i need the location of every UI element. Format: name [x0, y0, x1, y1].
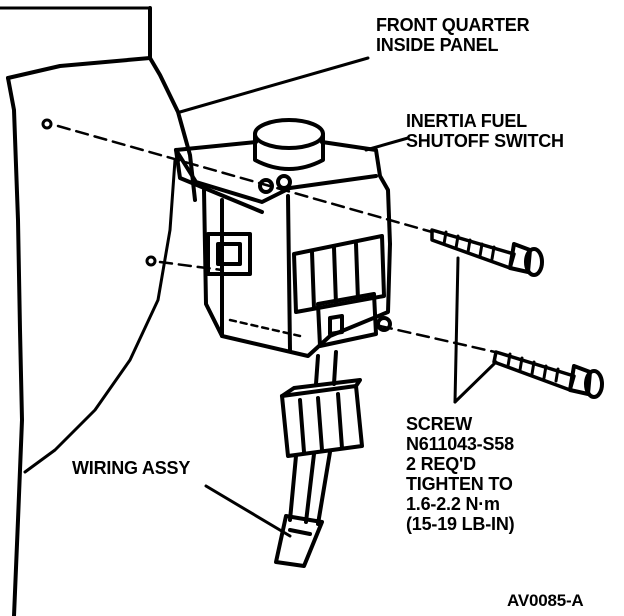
lower-screw	[492, 350, 604, 399]
panel-label-line: FRONT QUARTER	[376, 15, 530, 35]
switch-label-line: SHUTOFF SWITCH	[406, 131, 564, 151]
inertia-switch	[174, 118, 392, 358]
wiring-assy	[274, 350, 364, 568]
wiring-assy-label: WIRING ASSY	[72, 458, 190, 478]
leader-lines	[178, 56, 498, 538]
screw-label-line: 1.6-2.2 N·m	[406, 494, 500, 514]
screw-label-line: TIGHTEN TO	[406, 474, 513, 494]
screw-label-line: SCREW	[406, 414, 472, 434]
screw-label-line: 2 REQ'D	[406, 454, 476, 474]
screw-spec-label: SCREW N611043-S58 2 REQ'D TIGHTEN TO 1.6…	[406, 414, 515, 534]
switch-label-line: INERTIA FUEL	[406, 111, 527, 131]
wiring-label-line: WIRING ASSY	[72, 458, 191, 478]
upper-screw	[430, 228, 544, 277]
alignment-lines	[56, 124, 497, 354]
figure-id: AV0085-A	[507, 591, 584, 610]
screw-label-line: (15-19 LB-IN)	[406, 514, 515, 534]
screw-label-line: N611043-S58	[406, 434, 514, 454]
inertia-switch-label: INERTIA FUEL SHUTOFF SWITCH	[406, 111, 564, 151]
front-quarter-panel	[0, 6, 197, 616]
panel-label-line: INSIDE PANEL	[376, 35, 499, 55]
front-quarter-panel-label: FRONT QUARTER INSIDE PANEL	[376, 15, 530, 55]
